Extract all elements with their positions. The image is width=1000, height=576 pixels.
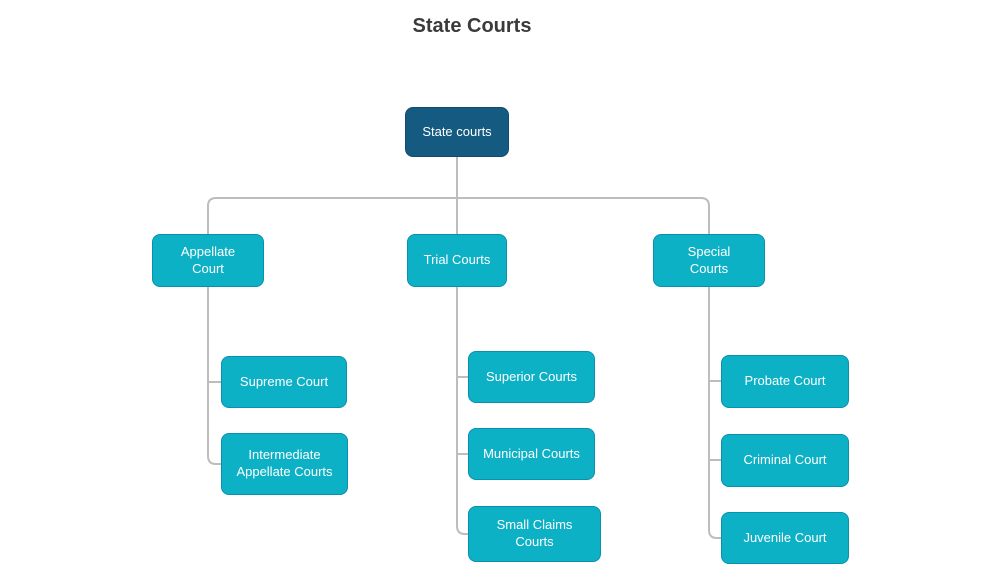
node-appellate-court[interactable]: Appellate Court (152, 234, 264, 287)
node-supreme-court[interactable]: Supreme Court (221, 356, 347, 408)
node-juvenile-court[interactable]: Juvenile Court (721, 512, 849, 564)
node-probate-court[interactable]: Probate Court (721, 355, 849, 408)
node-small-claims-courts[interactable]: Small Claims Courts (468, 506, 601, 562)
node-trial-courts[interactable]: Trial Courts (407, 234, 507, 287)
connector-root-trial-spine (456, 157, 468, 535)
node-criminal-court[interactable]: Criminal Court (721, 434, 849, 487)
connector-special-spine (700, 197, 721, 539)
node-superior-courts[interactable]: Superior Courts (468, 351, 595, 403)
diagram-title: State Courts (412, 15, 532, 37)
node-state-courts[interactable]: State courts (405, 107, 509, 157)
node-special-courts[interactable]: Special Courts (653, 234, 765, 287)
node-intermediate-appellate-courts[interactable]: Intermediate Appellate Courts (221, 433, 348, 495)
node-municipal-courts[interactable]: Municipal Courts (468, 428, 595, 480)
connector-appellate-spine (207, 197, 221, 465)
